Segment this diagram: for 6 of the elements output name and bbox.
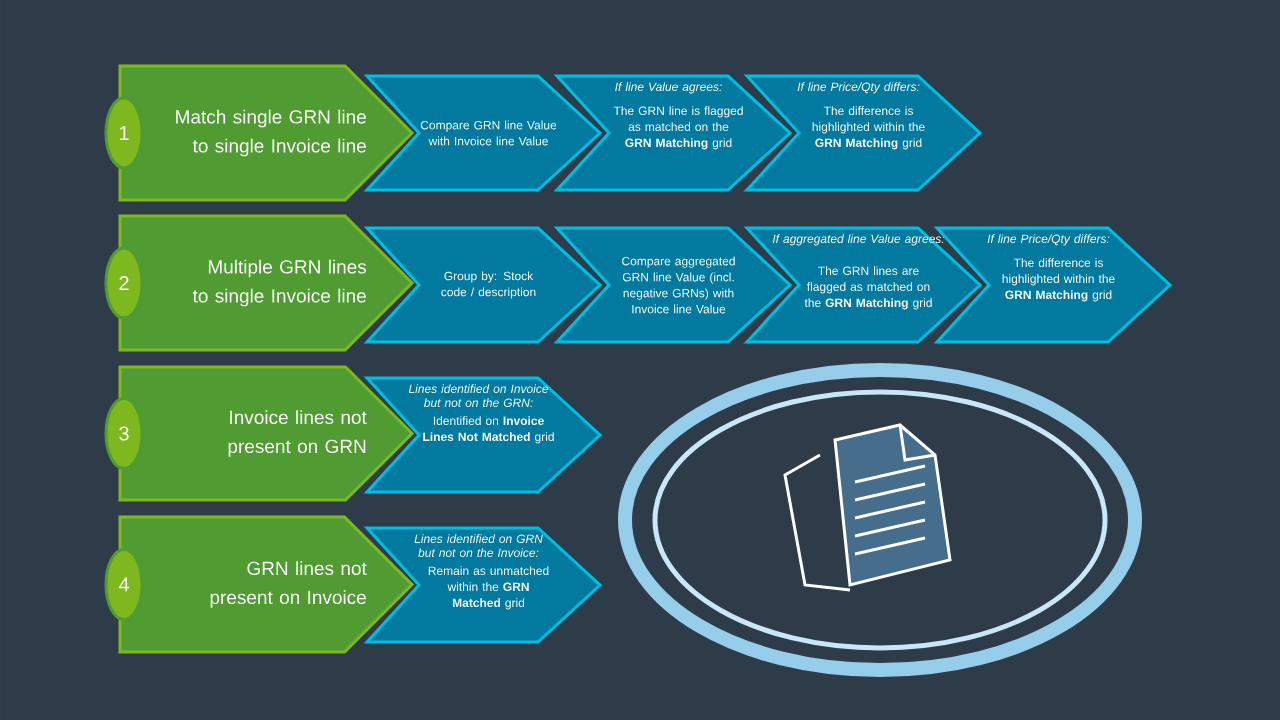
chevron-step: If line Price/Qty differs: The difference is highlighted within the GRN Matching grid (743, 74, 983, 192)
number-badge: 4 (104, 548, 144, 621)
number-badge: 3 (104, 397, 144, 470)
number-badge: 1 (104, 96, 144, 170)
chevron-step: If aggregated line Value agrees: The GRN lines are flagged as matched on the GRN Matching grid (743, 226, 983, 344)
number-badge: 2 (104, 246, 144, 320)
